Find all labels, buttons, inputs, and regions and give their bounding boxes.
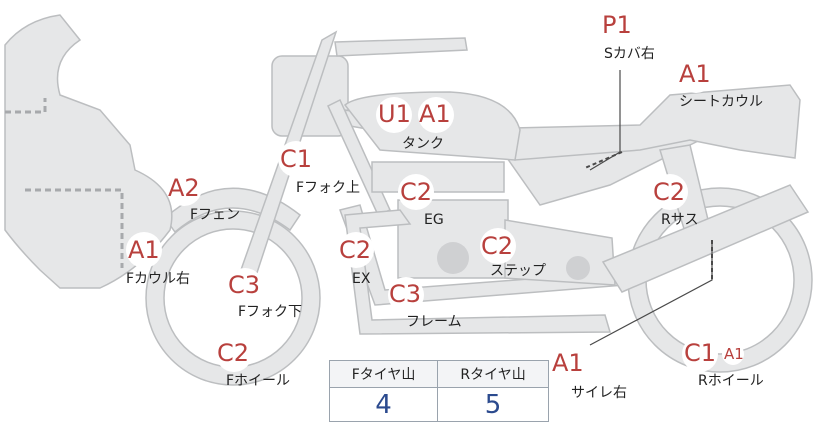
r-wheel-label: Rホイール [698, 373, 764, 389]
engine-block [371, 161, 505, 193]
tire-tread-table: Fタイヤ山 Rタイヤ山 4 5 [328, 360, 549, 422]
cowl-dashed-line-top [5, 98, 47, 114]
s-cover-right-label: Sカバ右 [604, 46, 655, 62]
f-cowl-right-code: A1 [128, 236, 160, 264]
cowl-dashed-line-mid [25, 188, 124, 268]
step-code: C2 [481, 232, 514, 260]
tank-code-a1: A1 [419, 100, 451, 128]
f-fork-upper-label: Fフォク上 [296, 180, 361, 196]
f-fender-label: Fフェン [190, 207, 241, 223]
f-cowl-right-label: Fカウル右 [126, 271, 191, 287]
silencer-right-code: A1 [552, 349, 584, 377]
front-tire-tread-header: Fタイヤ山 [328, 360, 439, 388]
seat-cowl-shape [511, 84, 801, 161]
eg-label: EG [424, 212, 444, 228]
seat-cowl-code: A1 [679, 60, 711, 88]
f-fork-upper-code: C1 [280, 145, 313, 173]
r-wheel-code-a1: A1 [724, 345, 744, 363]
eg-code: C2 [400, 178, 433, 206]
silencer-right-label: サイレ右 [571, 385, 627, 401]
f-fork-lower-code: C3 [228, 271, 261, 299]
front-cowl-shape [4, 14, 173, 289]
exhaust-pipe-shape [344, 209, 612, 335]
handlebar-shape [334, 37, 468, 57]
tank-label: タンク [402, 136, 444, 152]
r-suspension-label: Rサス [661, 212, 699, 228]
front-tire-tread-value: 4 [328, 387, 439, 422]
step-label: ステップ [490, 263, 546, 279]
engine-cover [437, 242, 469, 274]
tank-code-u1: U1 [378, 100, 411, 128]
r-wheel-code-c1: C1 [684, 339, 717, 367]
rear-tire-tread-header: Rタイヤ山 [437, 360, 549, 388]
f-wheel-label: Fホイール [226, 373, 291, 389]
frame-code: C3 [389, 280, 422, 308]
f-fork-lower-label: Fフォク下 [238, 304, 303, 320]
frame-label: フレーム [406, 314, 462, 330]
f-fender-code: A2 [168, 174, 200, 202]
rear-tire-tread-value: 5 [437, 387, 549, 422]
silencer-shape [601, 184, 810, 293]
f-wheel-code: C2 [217, 339, 250, 367]
seat-cowl-label: シートカウル [679, 94, 763, 110]
s-cover-right-code: P1 [602, 11, 632, 39]
step-peg [566, 256, 590, 280]
silencer-leader-line [589, 240, 713, 346]
r-suspension-code: C2 [653, 178, 686, 206]
ex-code: C2 [339, 236, 372, 264]
ex-label: EX [352, 271, 371, 287]
